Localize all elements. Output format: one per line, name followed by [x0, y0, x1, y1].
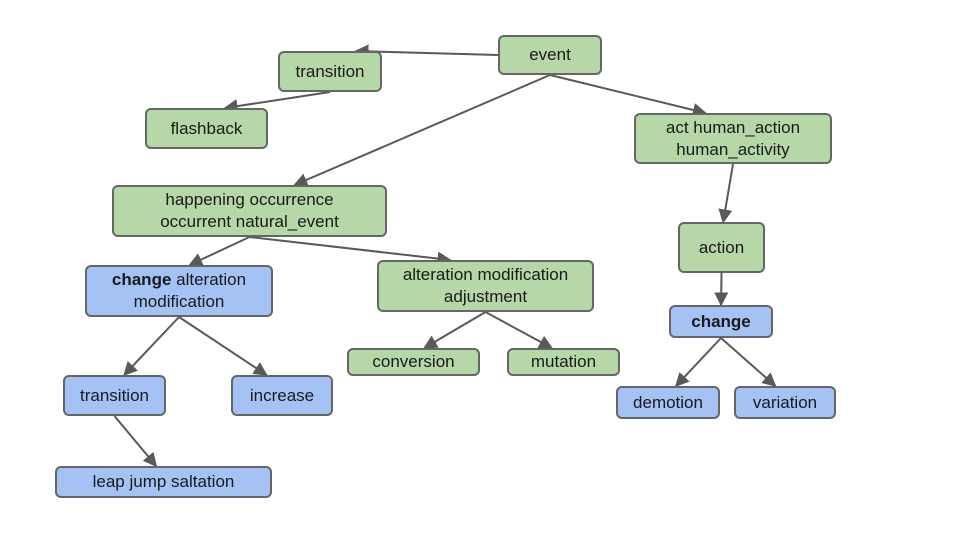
- node-leap-jump-saltation: leap jump saltation: [55, 466, 272, 498]
- node-conversion: conversion: [347, 348, 480, 376]
- node-conversion-label: conversion: [372, 352, 455, 371]
- edge-act-to-action: [718, 163, 734, 224]
- node-demotion: demotion: [616, 386, 720, 419]
- node-transition-blue: transition: [63, 375, 166, 416]
- node-event-label: event: [529, 45, 571, 64]
- node-act-line1: act human_action: [665, 117, 801, 137]
- node-alteration-line2: adjustment: [443, 287, 528, 306]
- node-flashback-label: flashback: [170, 118, 243, 138]
- change-rest-text: alteration: [171, 270, 247, 289]
- edge-change_right-to-variation: [720, 337, 777, 387]
- node-happening-line1: happening occurrence: [165, 190, 334, 209]
- edge-change_right-to-demotion: [674, 337, 722, 388]
- node-change-alteration-line1: change alteration: [112, 269, 246, 291]
- node-transition: transition: [278, 51, 382, 92]
- node-leap-label: leap jump saltation: [92, 472, 235, 491]
- node-increase: increase: [231, 375, 333, 416]
- node-alteration-line1: alteration modification: [402, 265, 569, 284]
- node-act-line2: human_activity: [676, 139, 790, 159]
- node-demotion-label: demotion: [633, 392, 703, 412]
- edge-transition_top-to-flashback: [223, 91, 331, 114]
- node-transition-label: transition: [295, 61, 365, 81]
- node-event: event: [498, 35, 602, 75]
- node-change-alteration: change alteration modification: [85, 265, 273, 317]
- edge-event-to-happening: [293, 74, 551, 187]
- node-change-label: change: [691, 311, 751, 331]
- node-change-alteration-line2: modification: [133, 292, 225, 311]
- node-mutation-label: mutation: [530, 352, 597, 371]
- edge-happening-to-alteration: [249, 236, 452, 266]
- change-bold-term: change: [111, 270, 172, 289]
- edge-transition_bottom-to-leap: [113, 415, 158, 468]
- node-action: action: [678, 222, 765, 273]
- node-variation: variation: [734, 386, 836, 419]
- node-mutation: mutation: [507, 348, 620, 376]
- node-happening-line2: occurrent natural_event: [160, 212, 339, 231]
- edge-event-to-act: [549, 74, 707, 117]
- node-variation-label: variation: [752, 392, 818, 412]
- edge-alteration-to-mutation: [485, 311, 554, 349]
- node-change: change: [669, 305, 773, 338]
- node-happening-occurrence: happening occurrence occurrent natural_e…: [112, 185, 387, 237]
- node-flashback: flashback: [145, 108, 268, 149]
- edge-alteration-to-conversion: [423, 311, 487, 349]
- edge-happening-to-change_left: [188, 236, 250, 267]
- edge-change_left-to-transition_bottom: [123, 316, 180, 377]
- node-action-label: action: [698, 237, 745, 257]
- node-increase-label: increase: [249, 385, 315, 405]
- node-alteration-modification: alteration modification adjustment: [377, 260, 594, 312]
- node-transition-blue-label: transition: [80, 385, 149, 405]
- node-act-human-action: act human_action human_activity: [634, 113, 832, 164]
- edge-change_left-to-increase: [178, 316, 268, 376]
